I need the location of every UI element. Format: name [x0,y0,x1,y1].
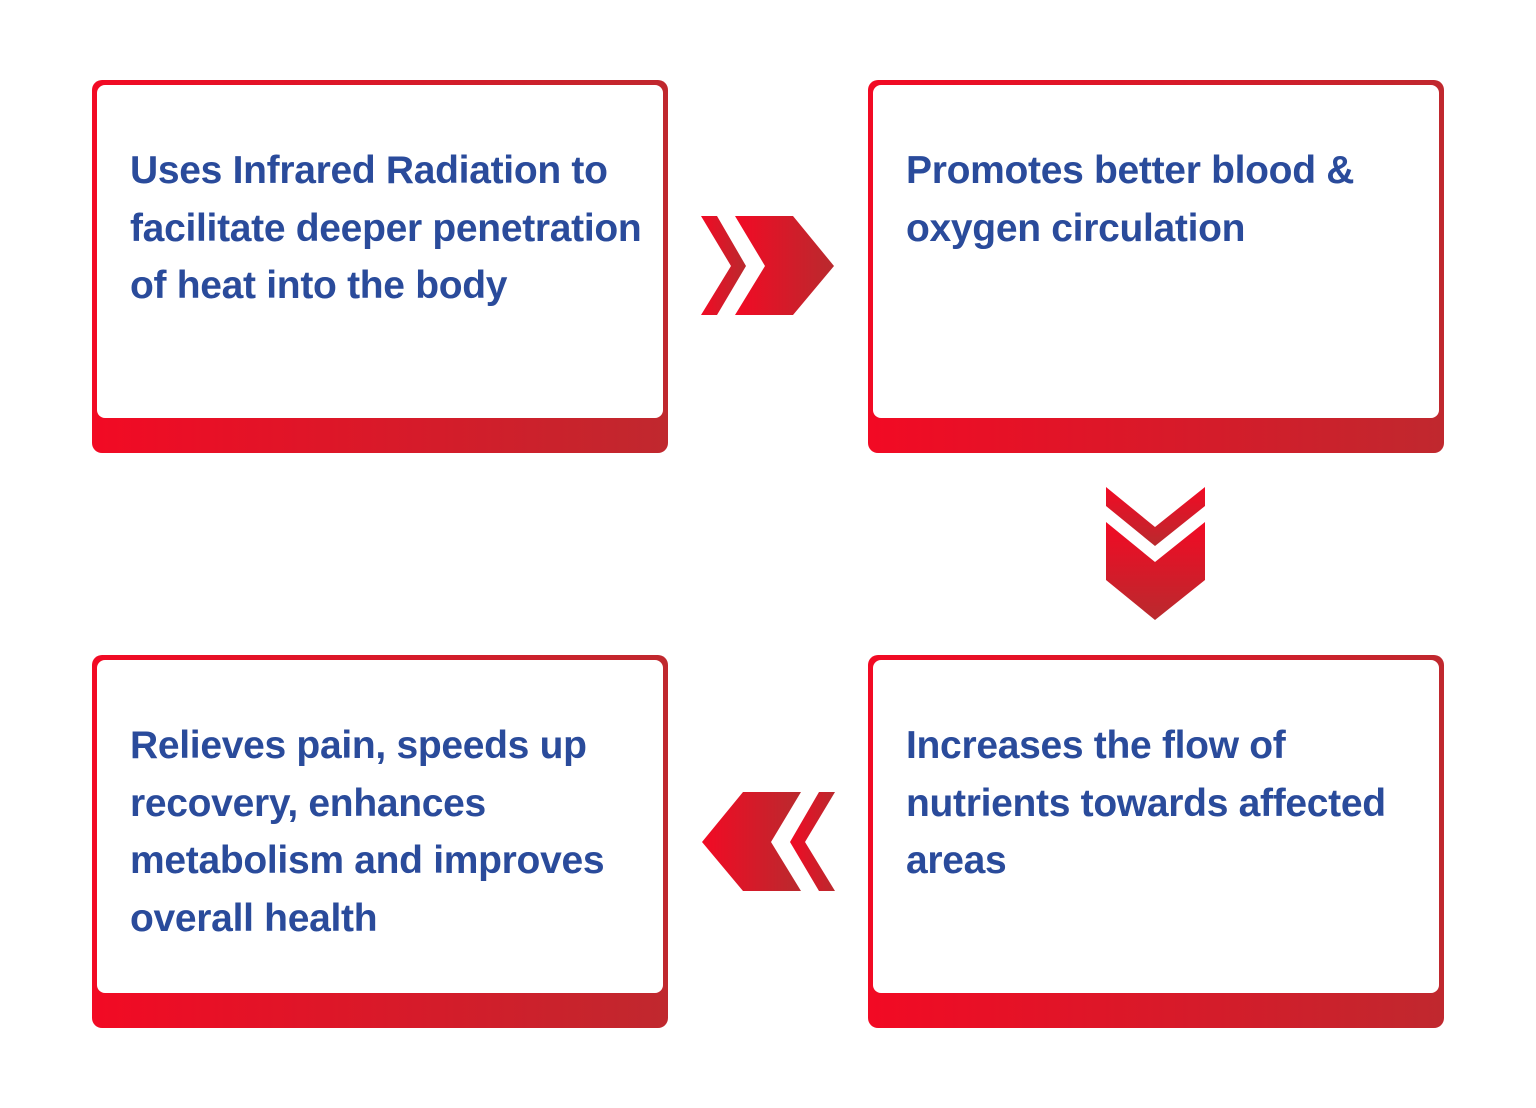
card-body [873,85,1439,418]
step-3-card: Increases the flow of nutrients towards … [868,655,1444,1028]
chevron-right-icon [701,216,834,315]
step-4-text: Relieves pain, speeds up recovery, enhan… [130,724,605,940]
card-body [97,660,663,993]
step-1-text: Uses Infrared Radiation to facilitate de… [130,149,642,307]
step-2-card: Promotes better blood & oxygen circulati… [868,80,1444,453]
card-body [873,660,1439,993]
step-4-card: Relieves pain, speeds up recovery, enhan… [92,655,668,1028]
step-3-text: Increases the flow of nutrients towards … [906,724,1386,882]
step-1-card: Uses Infrared Radiation to facilitate de… [92,80,668,453]
card-body [97,85,663,418]
chevron-left-icon [702,792,835,891]
chevron-down-icon [1106,487,1205,620]
step-2-text: Promotes better blood & oxygen circulati… [906,149,1355,250]
